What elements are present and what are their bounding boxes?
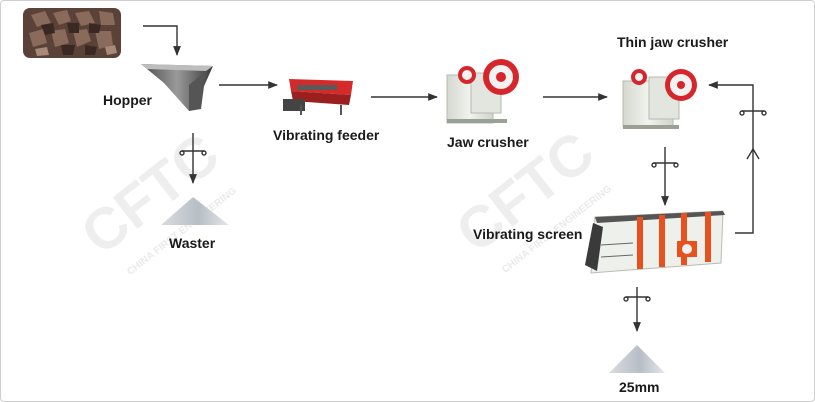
hopper-machine	[141, 64, 213, 111]
vibrating-screen-label: Vibrating screen	[473, 226, 583, 242]
hopper-label: Hopper	[103, 92, 152, 108]
return-direction-chevron	[746, 147, 760, 160]
watermark-left: CFTC CHINA FIRST ENGINEERING	[69, 121, 239, 278]
thin-jaw-crusher-label: Thin jaw crusher	[617, 34, 729, 50]
junction-symbol-waster	[179, 150, 207, 156]
thin-jaw-crusher-machine	[622, 69, 697, 129]
vibrating-feeder-machine	[283, 79, 353, 115]
product-size-label: 25mm	[619, 379, 660, 395]
vibrating-feeder-label: Vibrating feeder	[273, 127, 380, 143]
junction-symbol-return	[739, 110, 767, 116]
junction-symbol-thin-jaw	[651, 162, 679, 168]
flow-screen-return-to-thin-jaw	[708, 81, 754, 234]
flow-ore-to-hopper	[143, 25, 181, 56]
waster-pile	[161, 197, 229, 225]
jaw-crusher-machine	[446, 59, 519, 124]
jaw-crusher-label: Jaw crusher	[447, 134, 529, 150]
raw-ore-image	[23, 8, 121, 58]
waster-label: Waster	[169, 235, 216, 251]
junction-symbol-product	[623, 296, 651, 302]
product-pile	[609, 345, 665, 373]
vibrating-screen-machine	[585, 210, 725, 274]
